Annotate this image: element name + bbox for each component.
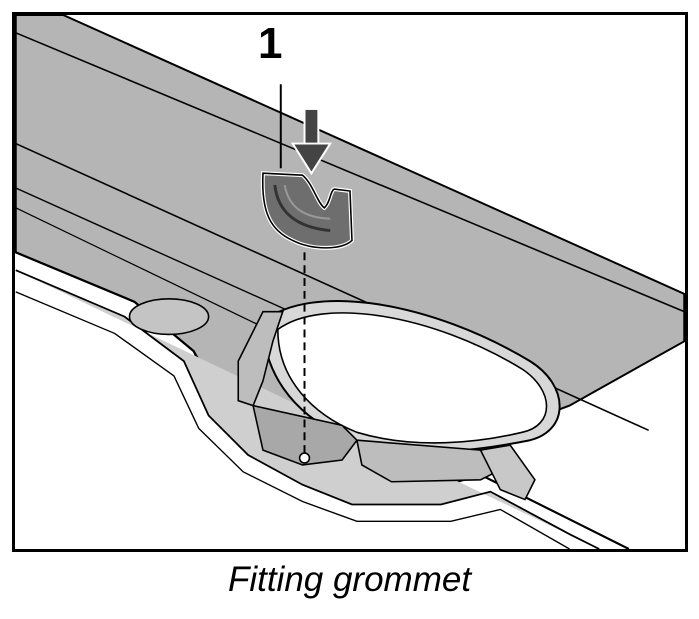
grommet-illustration	[15, 15, 685, 549]
down-arrow-icon	[290, 107, 333, 176]
figure-caption: Fitting grommet	[227, 560, 472, 599]
callout-number: 1	[258, 19, 283, 68]
diagram-frame	[12, 12, 688, 552]
grommet	[260, 171, 354, 250]
